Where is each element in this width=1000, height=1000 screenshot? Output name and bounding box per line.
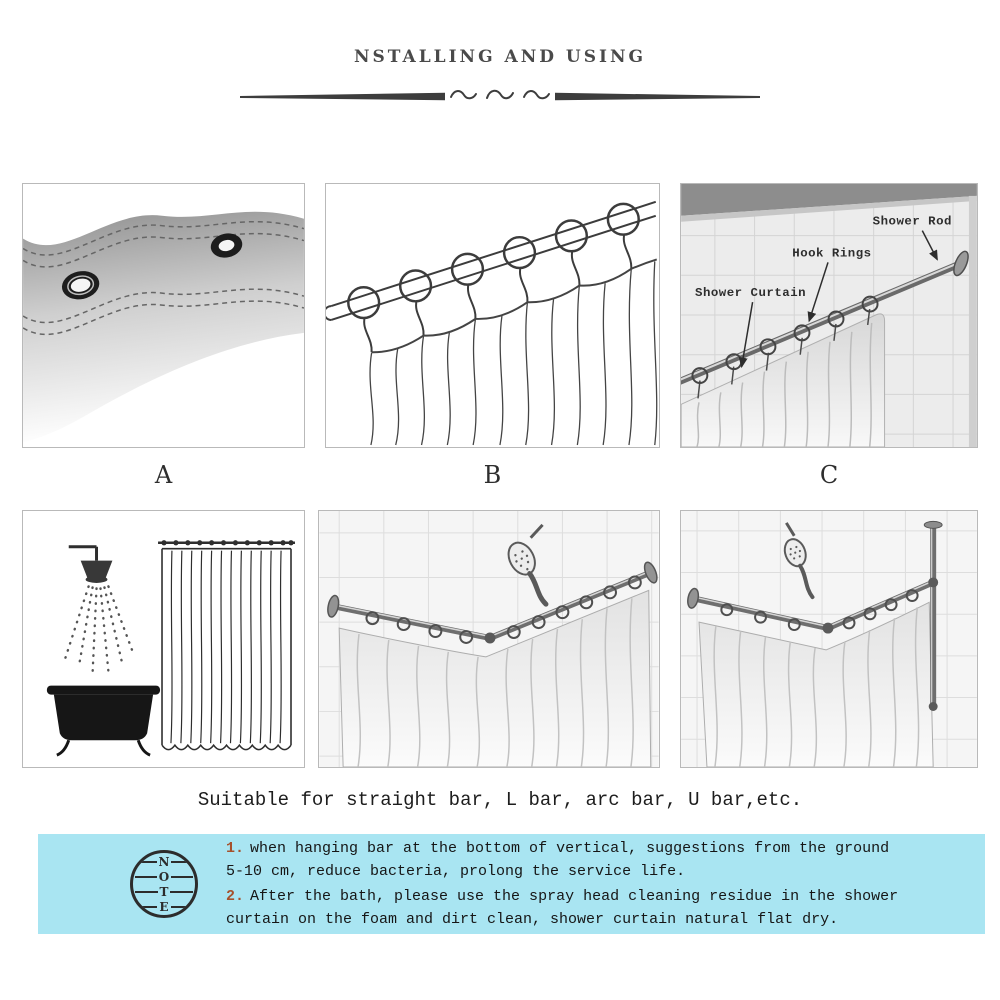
curtain — [338, 589, 652, 767]
shower-rod-label: Shower Rod — [873, 215, 952, 229]
support-pole — [923, 520, 943, 711]
water-spray — [63, 585, 136, 675]
callouts: Shower Rod Hook Rings Shower Curtain — [695, 215, 952, 369]
note-stamp-letter: O — [158, 869, 170, 884]
panel-label-c: C — [819, 461, 839, 489]
wall-corner — [968, 195, 977, 447]
labeled-parts-illustration: Shower Rod Hook Rings Shower Curtain — [681, 184, 977, 447]
note-stamp-letter: T — [159, 884, 169, 899]
curtain-grommet-illustration — [23, 211, 304, 443]
note-item-2-text: After the bath, please use the spray hea… — [226, 888, 899, 928]
divider-squiggles — [450, 89, 550, 100]
note-stamp-row: N — [133, 854, 195, 869]
shower-head-icon — [68, 545, 113, 583]
note-item-1-text: when hanging bar at the bottom of vertic… — [226, 840, 890, 880]
panel-straight-bar — [22, 510, 305, 768]
grommet-right — [210, 233, 243, 258]
shower-head-icon — [783, 522, 815, 600]
grommet-left — [61, 271, 100, 300]
wall-shadow-band — [681, 184, 977, 216]
hook-rings — [691, 295, 879, 384]
rod-highlight — [681, 260, 962, 381]
shower-rod — [681, 259, 965, 385]
note-stamp-letter: N — [158, 854, 170, 869]
note-box: N O T E 1.when hanging bar at the bottom… — [38, 834, 985, 934]
curtain-folds — [356, 598, 634, 767]
note-stamp-row: E — [133, 899, 195, 914]
bathtub — [46, 685, 161, 757]
curtain-folds — [696, 322, 873, 447]
note-stamp-row: O — [133, 869, 195, 884]
rod — [326, 200, 657, 321]
note-stamp-row: T — [133, 884, 195, 899]
curtain-on-rod — [158, 540, 295, 751]
suitable-caption: Suitable for straight bar, L bar, arc ba… — [197, 789, 803, 811]
curtain-folds — [713, 607, 920, 767]
panel-l-bar — [318, 510, 660, 768]
curtain — [681, 313, 886, 447]
panel-grommet-detail — [22, 183, 305, 448]
shower-tub-illustration — [46, 540, 295, 757]
curtain-fabric — [23, 211, 304, 443]
note-item-2: 2.After the bath, please use the spray h… — [226, 885, 905, 931]
shower-curtain-label: Shower Curtain — [695, 286, 806, 300]
divider-flourish-icon — [240, 89, 760, 101]
hook-rings-label: Hook Rings — [792, 246, 871, 260]
hook-rings — [365, 575, 642, 644]
corner-rod — [687, 577, 939, 634]
note-stamp: N O T E — [130, 850, 198, 918]
note-item-1-number: 1. — [226, 840, 245, 857]
divider-bars — [240, 92, 760, 101]
note-item-1: 1.when hanging bar at the bottom of vert… — [226, 837, 905, 883]
hooks — [347, 202, 640, 353]
rod-flange — [953, 250, 969, 277]
panel-labeled-parts: Shower Rod Hook Rings Shower Curtain — [680, 183, 978, 448]
corner-bar-illustration — [681, 511, 977, 767]
panel-u-bar — [680, 510, 978, 768]
panel-hooks-on-rod — [325, 183, 660, 448]
divider-ornament — [240, 86, 760, 108]
page-title: NSTALLING AND USING — [353, 47, 647, 67]
hook-rings — [720, 589, 919, 632]
note-stamp-letter: E — [159, 899, 169, 914]
hook-rings-illustration — [326, 200, 658, 446]
wall-shadow-edge — [681, 195, 977, 222]
stitch-lines — [23, 220, 304, 336]
note-item-2-number: 2. — [226, 888, 245, 905]
note-text: 1.when hanging bar at the bottom of vert… — [226, 837, 905, 931]
panel-label-b: B — [483, 461, 502, 489]
curtain-folds — [369, 258, 658, 446]
l-bar-illustration — [319, 511, 659, 767]
panel-label-a: A — [154, 461, 173, 489]
shower-head-icon — [507, 523, 549, 607]
